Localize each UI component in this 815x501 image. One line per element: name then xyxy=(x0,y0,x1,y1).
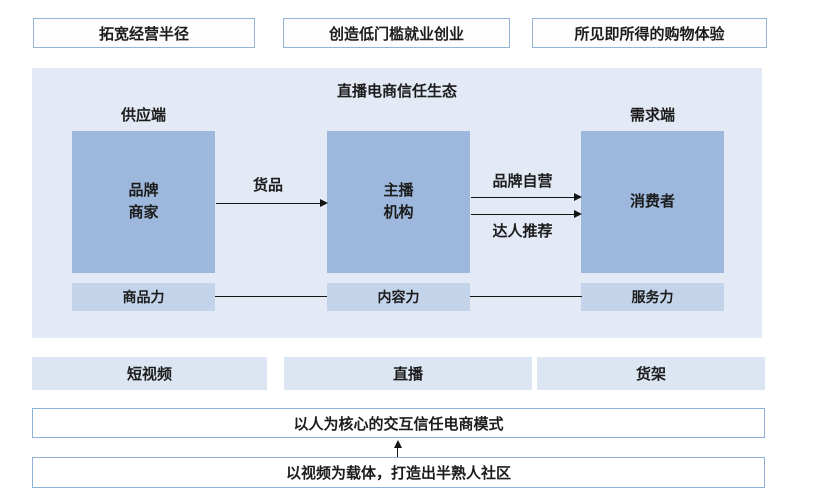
demand-side-label: 需求端 xyxy=(629,108,675,124)
community-box: 以视频为载体，打造出半熟人社区 xyxy=(32,457,765,488)
capability-label: 商品力 xyxy=(122,291,165,306)
entity-label-line: 商家 xyxy=(128,205,159,221)
entity-label-line: 机构 xyxy=(383,205,414,221)
capability-box-content-power: 内容力 xyxy=(327,283,470,311)
up-arrow-line xyxy=(397,446,398,457)
channel-label: 直播 xyxy=(392,367,423,383)
entity-box-anchor-agency: 主播 机构 xyxy=(327,131,470,273)
arrow-right-icon xyxy=(574,210,582,218)
capability-connector-line xyxy=(215,296,327,297)
supply-side-label: 供应端 xyxy=(120,108,166,124)
arrow-right-icon xyxy=(320,199,328,207)
benefit-label: 所见即所得的购物体验 xyxy=(574,26,725,43)
arrow-up-icon xyxy=(394,440,402,448)
benefit-label: 创造低门槛就业创业 xyxy=(328,26,464,43)
channel-label: 短视频 xyxy=(126,367,172,383)
benefit-label: 拓宽经营半径 xyxy=(98,26,189,43)
flow-label-influencer-recommend: 达人推荐 xyxy=(492,224,553,240)
capability-label: 服务力 xyxy=(631,291,674,306)
entity-label-line: 品牌 xyxy=(128,183,159,199)
capability-box-product-power: 商品力 xyxy=(72,283,215,311)
community-box-label: 以视频为载体，打造出半熟人社区 xyxy=(285,466,511,482)
model-box-label: 以人为核心的交互信任电商模式 xyxy=(293,416,504,433)
influencer-arrow-line xyxy=(471,214,575,215)
panel-title: 直播电商信任生态 xyxy=(336,84,457,100)
flow-label-goods: 货品 xyxy=(252,178,283,194)
flow-label-brand-self-operated: 品牌自营 xyxy=(492,174,553,190)
capability-box-service-power: 服务力 xyxy=(581,283,724,311)
benefit-box-business-radius: 拓宽经营半径 xyxy=(33,18,255,48)
channel-box-shelf: 货架 xyxy=(537,357,765,390)
entity-box-consumer: 消费者 xyxy=(581,131,724,273)
goods-arrow-line xyxy=(216,203,321,204)
model-box: 以人为核心的交互信任电商模式 xyxy=(32,408,765,438)
channel-box-short-video: 短视频 xyxy=(32,357,267,390)
ecosystem-panel: 直播电商信任生态 供应端 需求端 品牌 商家 主播 机构 消费者 货品 品牌自营… xyxy=(32,68,762,338)
channel-label: 货架 xyxy=(635,367,666,383)
entity-label-line: 主播 xyxy=(383,183,414,199)
entity-label-line: 消费者 xyxy=(629,194,675,210)
entity-box-brand-merchant: 品牌 商家 xyxy=(72,131,215,273)
benefit-box-low-barrier-jobs: 创造低门槛就业创业 xyxy=(283,18,510,48)
arrow-right-icon xyxy=(574,193,582,201)
capability-connector-line xyxy=(470,296,582,297)
capability-label: 内容力 xyxy=(377,291,420,306)
channel-box-live: 直播 xyxy=(284,357,532,390)
brand-self-arrow-line xyxy=(471,197,575,198)
benefit-box-wysiwyg-shopping: 所见即所得的购物体验 xyxy=(532,18,767,48)
